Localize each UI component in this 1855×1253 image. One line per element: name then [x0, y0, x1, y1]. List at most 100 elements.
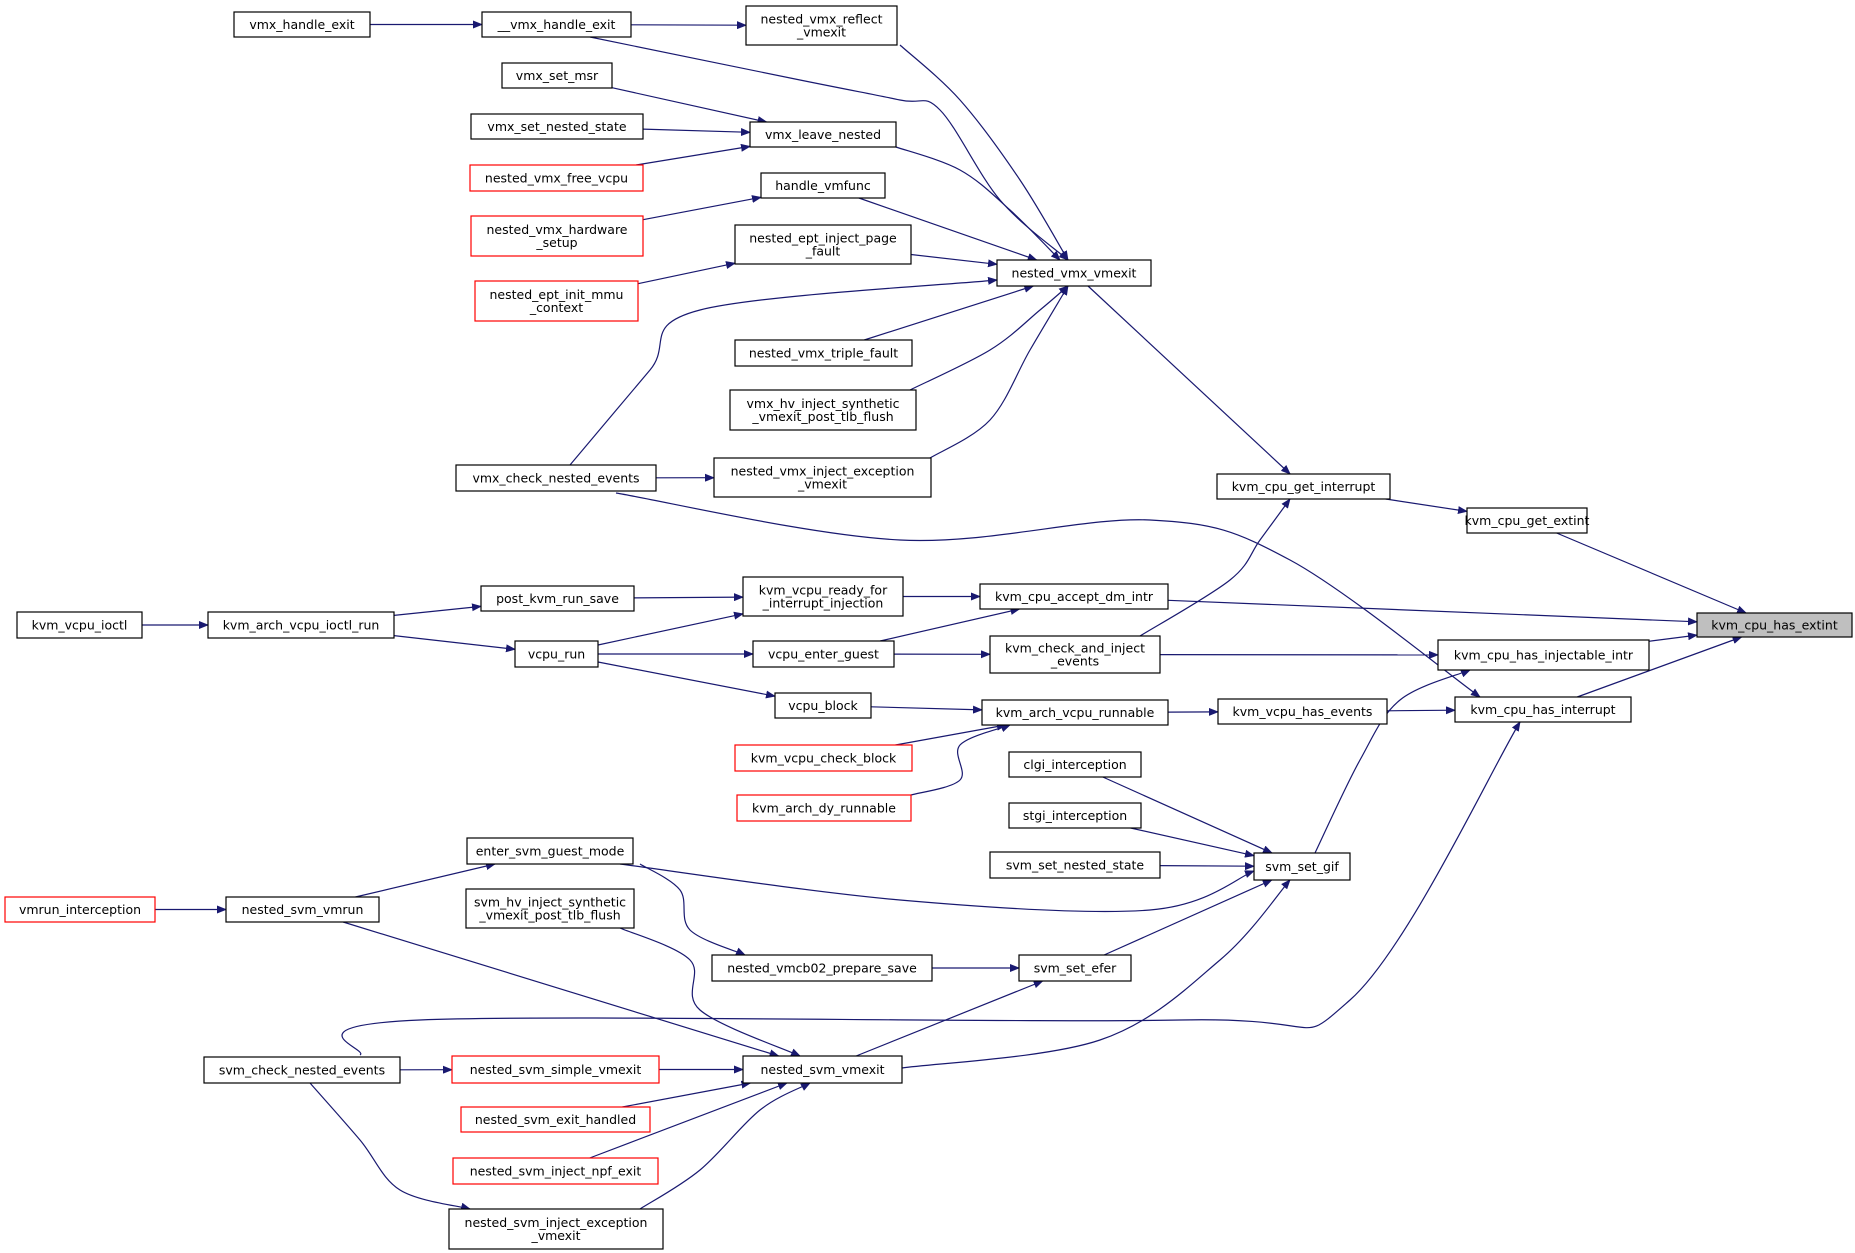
node-label: nested_svm_vmrun: [242, 902, 364, 917]
edge-nested_svm_inject_exception_vmexit-to-nested_svm_vmexit: [639, 1082, 811, 1210]
node-label: kvm_cpu_get_extint: [1465, 513, 1590, 528]
node-label: _events: [1050, 654, 1099, 669]
node-nested_svm_exit_handled[interactable]: nested_svm_exit_handled: [460, 1106, 651, 1133]
node-label: nested_ept_init_mmu: [490, 287, 624, 302]
node-box: [466, 837, 634, 865]
node-nested_svm_inject_npf_exit[interactable]: nested_svm_inject_npf_exit: [452, 1157, 659, 1185]
node-nested_vmx_vmexit[interactable]: nested_vmx_vmexit: [996, 259, 1152, 287]
node-vmrun_interception[interactable]: vmrun_interception: [4, 896, 156, 923]
node-label: stgi_interception: [1023, 808, 1127, 823]
node-box: [734, 339, 913, 367]
node-svm_set_gif[interactable]: svm_set_gif: [1253, 852, 1351, 881]
node-label: nested_svm_inject_npf_exit: [470, 1164, 642, 1179]
node-box: [448, 1208, 664, 1250]
node-vcpu_enter_guest[interactable]: vcpu_enter_guest: [752, 640, 895, 668]
node-vcpu_run[interactable]: vcpu_run: [514, 640, 599, 668]
node-box: [451, 1055, 660, 1084]
edge-svm_check_nested_events-to-kvm_cpu_has_interrupt: [341, 721, 1521, 1056]
node-kvm_check_and_inject_events[interactable]: kvm_check_and_inject_events: [989, 635, 1161, 674]
node-kvm_cpu_accept_dm_intr[interactable]: kvm_cpu_accept_dm_intr: [979, 583, 1169, 610]
node-box: [734, 744, 913, 772]
node-label: kvm_arch_dy_runnable: [752, 801, 896, 816]
node-label: nested_ept_inject_page: [749, 231, 897, 246]
node-box: [734, 224, 912, 265]
node-vmx_handle_exit[interactable]: vmx_handle_exit: [233, 11, 371, 38]
edge-kvm_arch_vcpu_ioctl_run-to-vcpu_run: [393, 635, 516, 653]
node-label: kvm_check_and_inject: [1005, 641, 1145, 656]
node-nested_vmx_free_vcpu[interactable]: nested_vmx_free_vcpu: [469, 164, 644, 192]
node-kvm_arch_vcpu_runnable[interactable]: kvm_arch_vcpu_runnable: [981, 699, 1169, 726]
node-kvm_vcpu_ioctl[interactable]: kvm_vcpu_ioctl: [16, 611, 143, 639]
edge-nested_svm_inject_npf_exit-to-nested_svm_vmexit: [589, 1082, 788, 1159]
edge-nested_vmx_free_vcpu-to-vmx_leave_nested: [636, 143, 751, 166]
node-nested_svm_vmrun[interactable]: nested_svm_vmrun: [225, 896, 380, 923]
node-kvm_arch_vcpu_ioctl_run[interactable]: kvm_arch_vcpu_ioctl_run: [207, 611, 395, 639]
node-nested_svm_simple_vmexit[interactable]: nested_svm_simple_vmexit: [451, 1055, 660, 1084]
node-enter_svm_guest_mode[interactable]: enter_svm_guest_mode: [466, 837, 634, 865]
node-handle_vmfunc[interactable]: handle_vmfunc: [760, 172, 886, 199]
node-post_kvm_run_save[interactable]: post_kvm_run_save: [480, 585, 635, 612]
node-box: [1216, 473, 1391, 500]
node-box: [1437, 639, 1650, 671]
edge-svm_set_gif-to-kvm_cpu_has_injectable_intr: [1314, 669, 1471, 854]
node-vcpu_block[interactable]: vcpu_block: [774, 692, 872, 719]
node-kvm_vcpu_has_events[interactable]: kvm_vcpu_has_events: [1217, 698, 1388, 725]
node-nested_svm_inject_exception_vmexit[interactable]: nested_svm_inject_exception_vmexit: [448, 1208, 664, 1250]
node-kvm_cpu_get_extint[interactable]: kvm_cpu_get_extint: [1465, 507, 1590, 534]
node-box: [470, 215, 644, 257]
node-box: [514, 640, 599, 668]
node-label: vmx_set_nested_state: [487, 119, 626, 134]
node-box: [749, 121, 897, 148]
node-vmx_hv_inject_synthetic_vmexit_post_tlb_flush[interactable]: vmx_hv_inject_synthetic_vmexit_post_tlb_…: [729, 389, 917, 431]
node-nested_vmcb02_prepare_save[interactable]: nested_vmcb02_prepare_save: [711, 954, 933, 982]
node-nested_vmx_reflect_vmexit[interactable]: nested_vmx_reflect_vmexit: [745, 5, 898, 46]
node-box: [455, 464, 657, 492]
node-nested_vmx_inject_exception_vmexit[interactable]: nested_vmx_inject_exception_vmexit: [713, 457, 932, 498]
node-label: nested_vmx_reflect: [760, 12, 882, 27]
node-label: kvm_vcpu_ready_for: [759, 583, 888, 598]
node-label: _vmexit: [796, 25, 846, 40]
node-box: [774, 692, 872, 719]
node-kvm_cpu_has_extint[interactable]: kvm_cpu_has_extint: [1696, 612, 1853, 638]
node-vmx_set_msr[interactable]: vmx_set_msr: [501, 62, 613, 89]
node-nested_svm_vmexit[interactable]: nested_svm_vmexit: [742, 1055, 903, 1084]
node-label: clgi_interception: [1023, 757, 1126, 772]
edge-vmx_check_nested_events-to-nested_vmx_vmexit: [569, 276, 998, 466]
node-label: vmx_check_nested_events: [472, 471, 639, 486]
node-box: [760, 172, 886, 199]
edge-post_kvm_run_save-to-kvm_vcpu_ready_for_interrupt_injection: [633, 593, 744, 602]
node-clgi_interception[interactable]: clgi_interception: [1008, 751, 1142, 778]
node-svm_set_efer[interactable]: svm_set_efer: [1018, 954, 1132, 982]
node-box: [981, 699, 1169, 726]
node-label: kvm_vcpu_check_block: [751, 751, 897, 766]
node-svm_set_nested_state[interactable]: svm_set_nested_state: [989, 851, 1161, 879]
edge-nested_vmx_hardware_setup-to-handle_vmfunc: [642, 195, 762, 221]
node-svm_hv_inject_synthetic_vmexit_post_tlb_flush[interactable]: svm_hv_inject_synthetic_vmexit_post_tlb_…: [465, 888, 635, 929]
node-vmx_check_nested_events[interactable]: vmx_check_nested_events: [455, 464, 657, 492]
node-nested_ept_init_mmu_context[interactable]: nested_ept_init_mmu_context: [474, 280, 639, 322]
node-kvm_arch_dy_runnable[interactable]: kvm_arch_dy_runnable: [736, 794, 912, 822]
node-vmx_leave_nested[interactable]: vmx_leave_nested: [749, 121, 897, 148]
node-kvm_cpu_has_interrupt[interactable]: kvm_cpu_has_interrupt: [1454, 696, 1632, 723]
edge-kvm_cpu_get_interrupt-to-kvm_cpu_get_extint: [1385, 498, 1468, 514]
node-kvm_vcpu_ready_for_interrupt_injection[interactable]: kvm_vcpu_ready_for_interrupt_injection: [742, 576, 904, 617]
node-svm_check_nested_events[interactable]: svm_check_nested_events: [203, 1056, 401, 1084]
node-label: handle_vmfunc: [775, 178, 871, 193]
node-stgi_interception[interactable]: stgi_interception: [1008, 802, 1142, 829]
node-kvm_cpu_get_interrupt[interactable]: kvm_cpu_get_interrupt: [1216, 473, 1391, 500]
node-box: [742, 576, 904, 617]
node-nested_vmx_hardware_setup[interactable]: nested_vmx_hardware_setup: [470, 215, 644, 257]
node-nested_ept_inject_page_fault[interactable]: nested_ept_inject_page_fault: [734, 224, 912, 265]
node-box: [1253, 852, 1351, 881]
node-box: [1217, 698, 1388, 725]
node-box: [465, 888, 635, 929]
edge-nested_vmx_inject_exception_vmexit-to-nested_vmx_vmexit: [929, 285, 1069, 459]
node-kvm_vcpu_check_block[interactable]: kvm_vcpu_check_block: [734, 744, 913, 772]
node-vmx_set_nested_state[interactable]: vmx_set_nested_state: [470, 113, 644, 140]
node-__vmx_handle_exit[interactable]: __vmx_handle_exit: [481, 11, 632, 38]
node-label: vcpu_run: [528, 647, 585, 662]
node-box: [460, 1106, 651, 1133]
node-nested_vmx_triple_fault[interactable]: nested_vmx_triple_fault: [734, 339, 913, 367]
node-label: svm_set_gif: [1265, 859, 1339, 874]
node-kvm_cpu_has_injectable_intr[interactable]: kvm_cpu_has_injectable_intr: [1437, 639, 1650, 671]
